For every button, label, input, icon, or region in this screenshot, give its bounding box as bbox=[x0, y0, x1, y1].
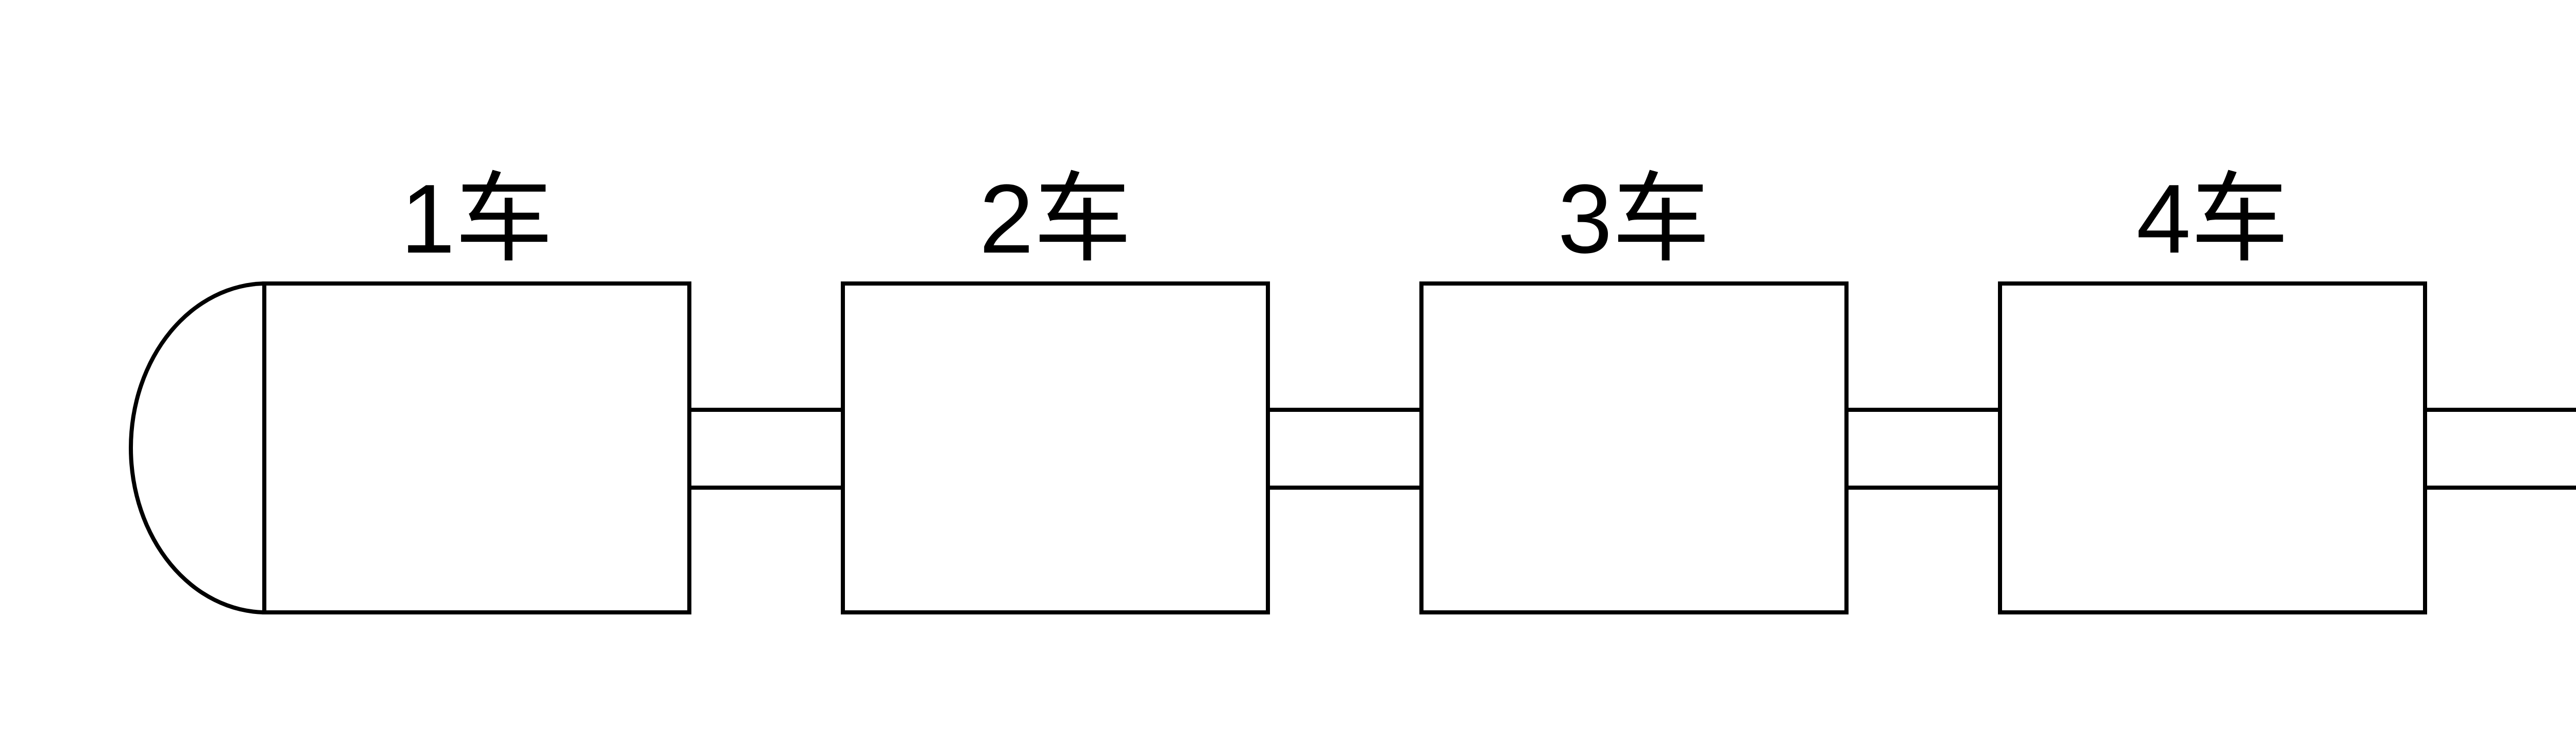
car-1-label: 1车 bbox=[400, 164, 553, 274]
car-4-label: 4车 bbox=[2136, 164, 2289, 274]
coupler-1-2 bbox=[691, 408, 841, 490]
car-4-body bbox=[1998, 281, 2427, 614]
car-3-label: 3车 bbox=[1557, 164, 1710, 274]
coupler-3-4 bbox=[1849, 408, 1998, 490]
car-2-label: 2车 bbox=[979, 164, 1132, 274]
front-nose-left-icon bbox=[129, 281, 266, 614]
coupler-4-5 bbox=[2427, 408, 2576, 490]
car-2-body bbox=[841, 281, 1270, 614]
coupler-2-3 bbox=[1270, 408, 1419, 490]
car-1-body bbox=[262, 281, 691, 614]
car-3-body bbox=[1419, 281, 1849, 614]
